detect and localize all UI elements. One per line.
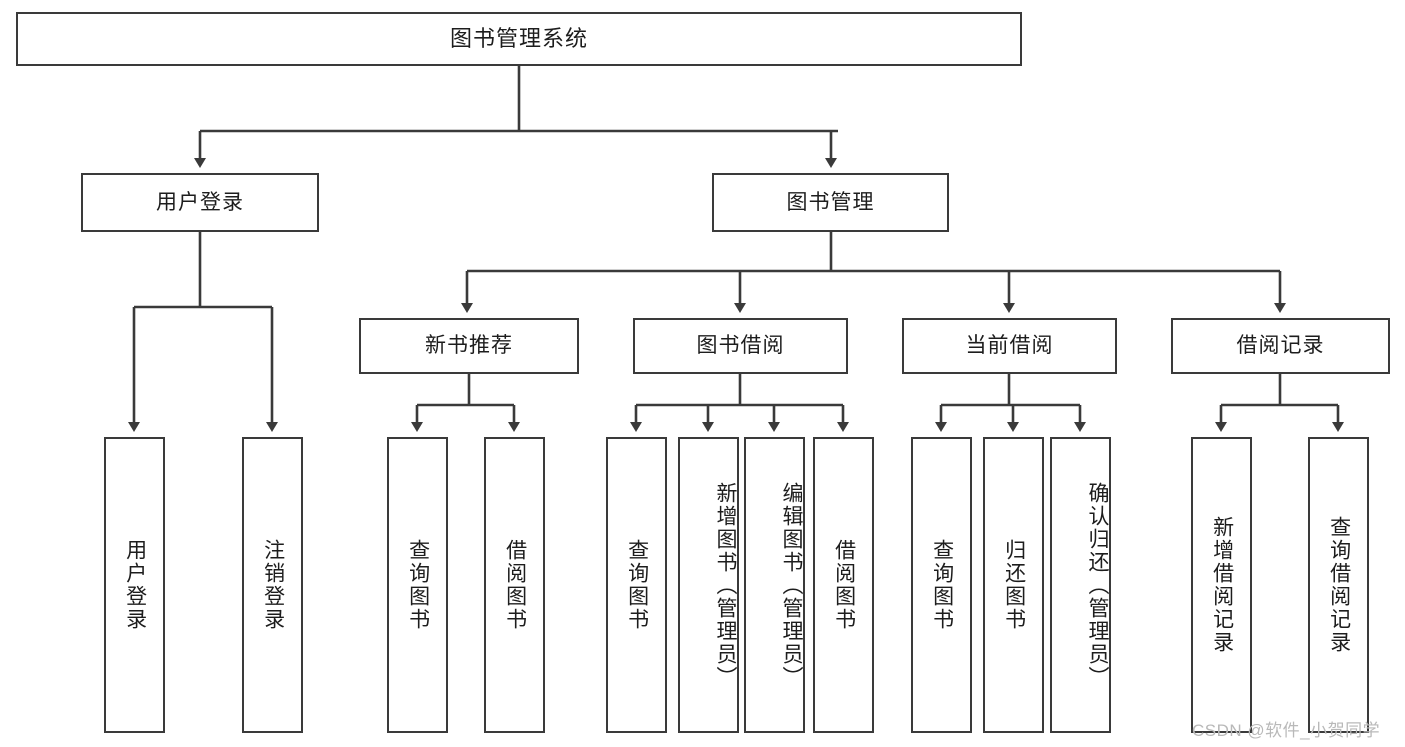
- node-user-login[interactable]: 用户登录: [81, 173, 319, 232]
- node-new-book-recommend[interactable]: 新书推荐: [359, 318, 579, 374]
- node-label: 查询图书: [930, 539, 954, 631]
- node-leaf-borrow-book-2[interactable]: 借阅图书: [813, 437, 874, 733]
- node-label: 图书借阅: [696, 334, 785, 358]
- node-label: 用户登录: [156, 190, 244, 214]
- node-label: 编辑图书（管理员）: [780, 481, 803, 689]
- node-label: 查询借阅记录: [1327, 516, 1351, 654]
- node-label: 借阅图书: [503, 539, 527, 631]
- node-label: 查询图书: [625, 539, 649, 631]
- node-label: 查询图书: [406, 539, 430, 631]
- node-label: 图书管理: [786, 190, 875, 214]
- node-label: 新增图书（管理员）: [714, 481, 737, 689]
- node-leaf-query-book-2[interactable]: 查询图书: [606, 437, 667, 733]
- node-leaf-query-book-1[interactable]: 查询图书: [387, 437, 448, 733]
- node-label: 确认归还（管理员）: [1086, 481, 1109, 689]
- node-book-manage[interactable]: 图书管理: [712, 173, 949, 232]
- node-leaf-confirm-return[interactable]: 确认归还（管理员）: [1050, 437, 1111, 733]
- node-label: 归还图书: [1002, 539, 1026, 631]
- node-leaf-add-record[interactable]: 新增借阅记录: [1191, 437, 1252, 733]
- node-label: 借阅记录: [1236, 334, 1325, 358]
- node-label: 注销登录: [261, 539, 285, 631]
- csdn-watermark: CSDN @软件_小贺同学: [1192, 721, 1381, 740]
- node-leaf-user-logout[interactable]: 注销登录: [242, 437, 303, 733]
- node-label: 用户登录: [123, 539, 147, 631]
- node-borrow-record[interactable]: 借阅记录: [1171, 318, 1390, 374]
- node-label: 当前借阅: [965, 334, 1054, 358]
- node-book-borrow[interactable]: 图书借阅: [633, 318, 848, 374]
- node-label: 图书管理系统: [449, 25, 588, 51]
- node-leaf-query-record[interactable]: 查询借阅记录: [1308, 437, 1369, 733]
- node-root-system[interactable]: 图书管理系统: [16, 12, 1022, 66]
- node-leaf-edit-book[interactable]: 编辑图书（管理员）: [744, 437, 805, 733]
- node-leaf-add-book[interactable]: 新增图书（管理员）: [678, 437, 739, 733]
- node-leaf-return-book[interactable]: 归还图书: [983, 437, 1044, 733]
- node-label: 新增借阅记录: [1210, 516, 1234, 654]
- node-label: 借阅图书: [832, 539, 856, 631]
- node-leaf-borrow-book-1[interactable]: 借阅图书: [484, 437, 545, 733]
- node-leaf-user-login[interactable]: 用户登录: [104, 437, 165, 733]
- node-current-borrow[interactable]: 当前借阅: [902, 318, 1117, 374]
- node-label: 新书推荐: [425, 334, 513, 358]
- node-leaf-query-book-3[interactable]: 查询图书: [911, 437, 972, 733]
